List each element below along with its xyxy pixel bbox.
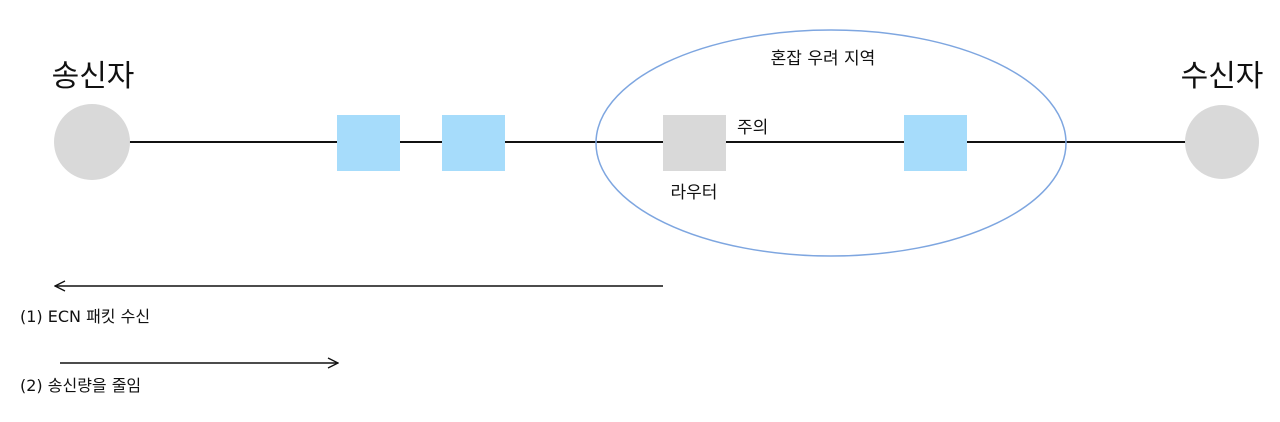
congestion-zone-ellipse [595,29,1067,257]
receiver-host [1185,105,1259,179]
packet [442,115,505,171]
packet [337,115,400,171]
step2-label: (2) 송신량을 줄임 [20,376,141,395]
caution-label: 주의 [737,118,768,138]
sender-label: 송신자 [52,59,135,94]
congestion-zone-label: 혼잡 우려 지역 [771,49,876,69]
receiver-label: 수신자 [1181,59,1264,94]
router-node [663,115,726,171]
sender-host [54,104,130,180]
step1-label: (1) ECN 패킷 수신 [20,307,150,326]
packet [904,115,967,171]
router-label: 라우터 [671,183,718,203]
